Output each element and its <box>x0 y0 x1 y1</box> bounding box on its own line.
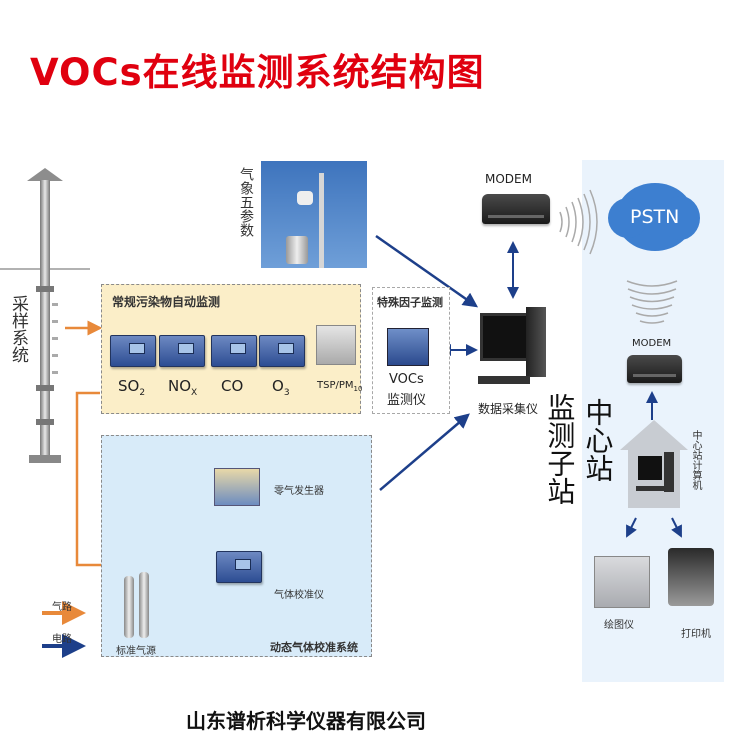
nox-analyzer <box>159 335 205 367</box>
wireless-waves-vertical <box>626 280 678 324</box>
special-monitoring-panel: 特殊因子监测 VOCs 监测仪 <box>372 287 450 414</box>
vocs-monitor-device <box>387 328 429 366</box>
pstn-cloud-lobe <box>608 198 648 238</box>
center-station-label: 中心站 <box>581 398 615 482</box>
special-monitoring-title: 特殊因子监测 <box>377 296 443 309</box>
plotter-device <box>594 556 650 608</box>
data-collector-monitor <box>480 313 532 361</box>
standard-gas-cylinder <box>139 572 149 638</box>
wireless-waves-horizontal <box>559 189 598 255</box>
sampling-pipe-graphic <box>27 168 63 463</box>
pstn-label: PSTN <box>630 206 680 228</box>
gas-calibrator-device <box>216 551 262 583</box>
co-analyzer <box>211 335 257 367</box>
data-collector-label: 数据采集仪 <box>478 402 539 416</box>
so2-analyzer <box>110 335 156 367</box>
tsp-pm10-analyzer <box>316 325 356 365</box>
standard-gas-cylinder <box>124 576 134 638</box>
data-collector-keyboard <box>478 376 530 384</box>
weather-station-photo <box>261 161 367 268</box>
calibration-panel: 零气发生器 气体校准仪 标准气源 动态气体校准系统 <box>101 435 372 657</box>
diagram-title: VOCs在线监测系统结构图 <box>30 51 485 94</box>
center-house-icon <box>620 420 688 508</box>
zero-gas-generator-label: 零气发生器 <box>274 486 324 497</box>
o3-label: O3 <box>272 377 290 398</box>
o3-analyzer <box>259 335 305 367</box>
tsp-pm10-label: TSP/PM10 <box>317 380 363 393</box>
data-collector-tower <box>526 307 546 377</box>
pstn-cloud-lobe <box>660 196 700 240</box>
legend-gas-label: 气路 <box>52 602 72 613</box>
legend-electric-label: 电路 <box>52 634 72 645</box>
rain-gauge <box>286 236 308 264</box>
weather-mast <box>319 173 324 268</box>
station-modem-device <box>482 194 550 224</box>
gas-calibrator-label: 气体校准仪 <box>274 590 324 601</box>
calibration-system-label: 动态气体校准系统 <box>270 641 358 654</box>
nox-label: NOX <box>168 377 198 398</box>
printer-label: 打印机 <box>681 629 711 640</box>
routine-monitoring-panel: 常规污染物自动监测 SO2 NOX CO O3 TSP/PM10 <box>101 284 363 414</box>
so2-label: SO2 <box>118 377 146 398</box>
weather-params-label: 气象五参数 <box>238 167 254 237</box>
zero-gas-generator-device <box>214 468 260 506</box>
center-computer-label: 中心站计算机 <box>690 430 701 490</box>
company-name: 山东谱析科学仪器有限公司 <box>186 709 426 733</box>
sampling-system-label: 采样系统 <box>8 295 28 363</box>
center-modem-label: MODEM <box>632 338 672 349</box>
weather-sensor <box>297 191 313 205</box>
co-label: CO <box>221 377 244 395</box>
routine-monitoring-title: 常规污染物自动监测 <box>112 295 221 309</box>
vocs-monitor-label: 监测仪 <box>387 393 427 408</box>
center-modem-device <box>627 355 682 383</box>
monitoring-substation-label: 监测子站 <box>543 393 577 505</box>
vocs-label: VOCs <box>389 372 424 387</box>
station-modem-label: MODEM <box>485 172 532 186</box>
printer-device <box>668 548 714 606</box>
plotter-label: 绘图仪 <box>604 620 634 631</box>
standard-gas-label: 标准气源 <box>116 646 156 657</box>
